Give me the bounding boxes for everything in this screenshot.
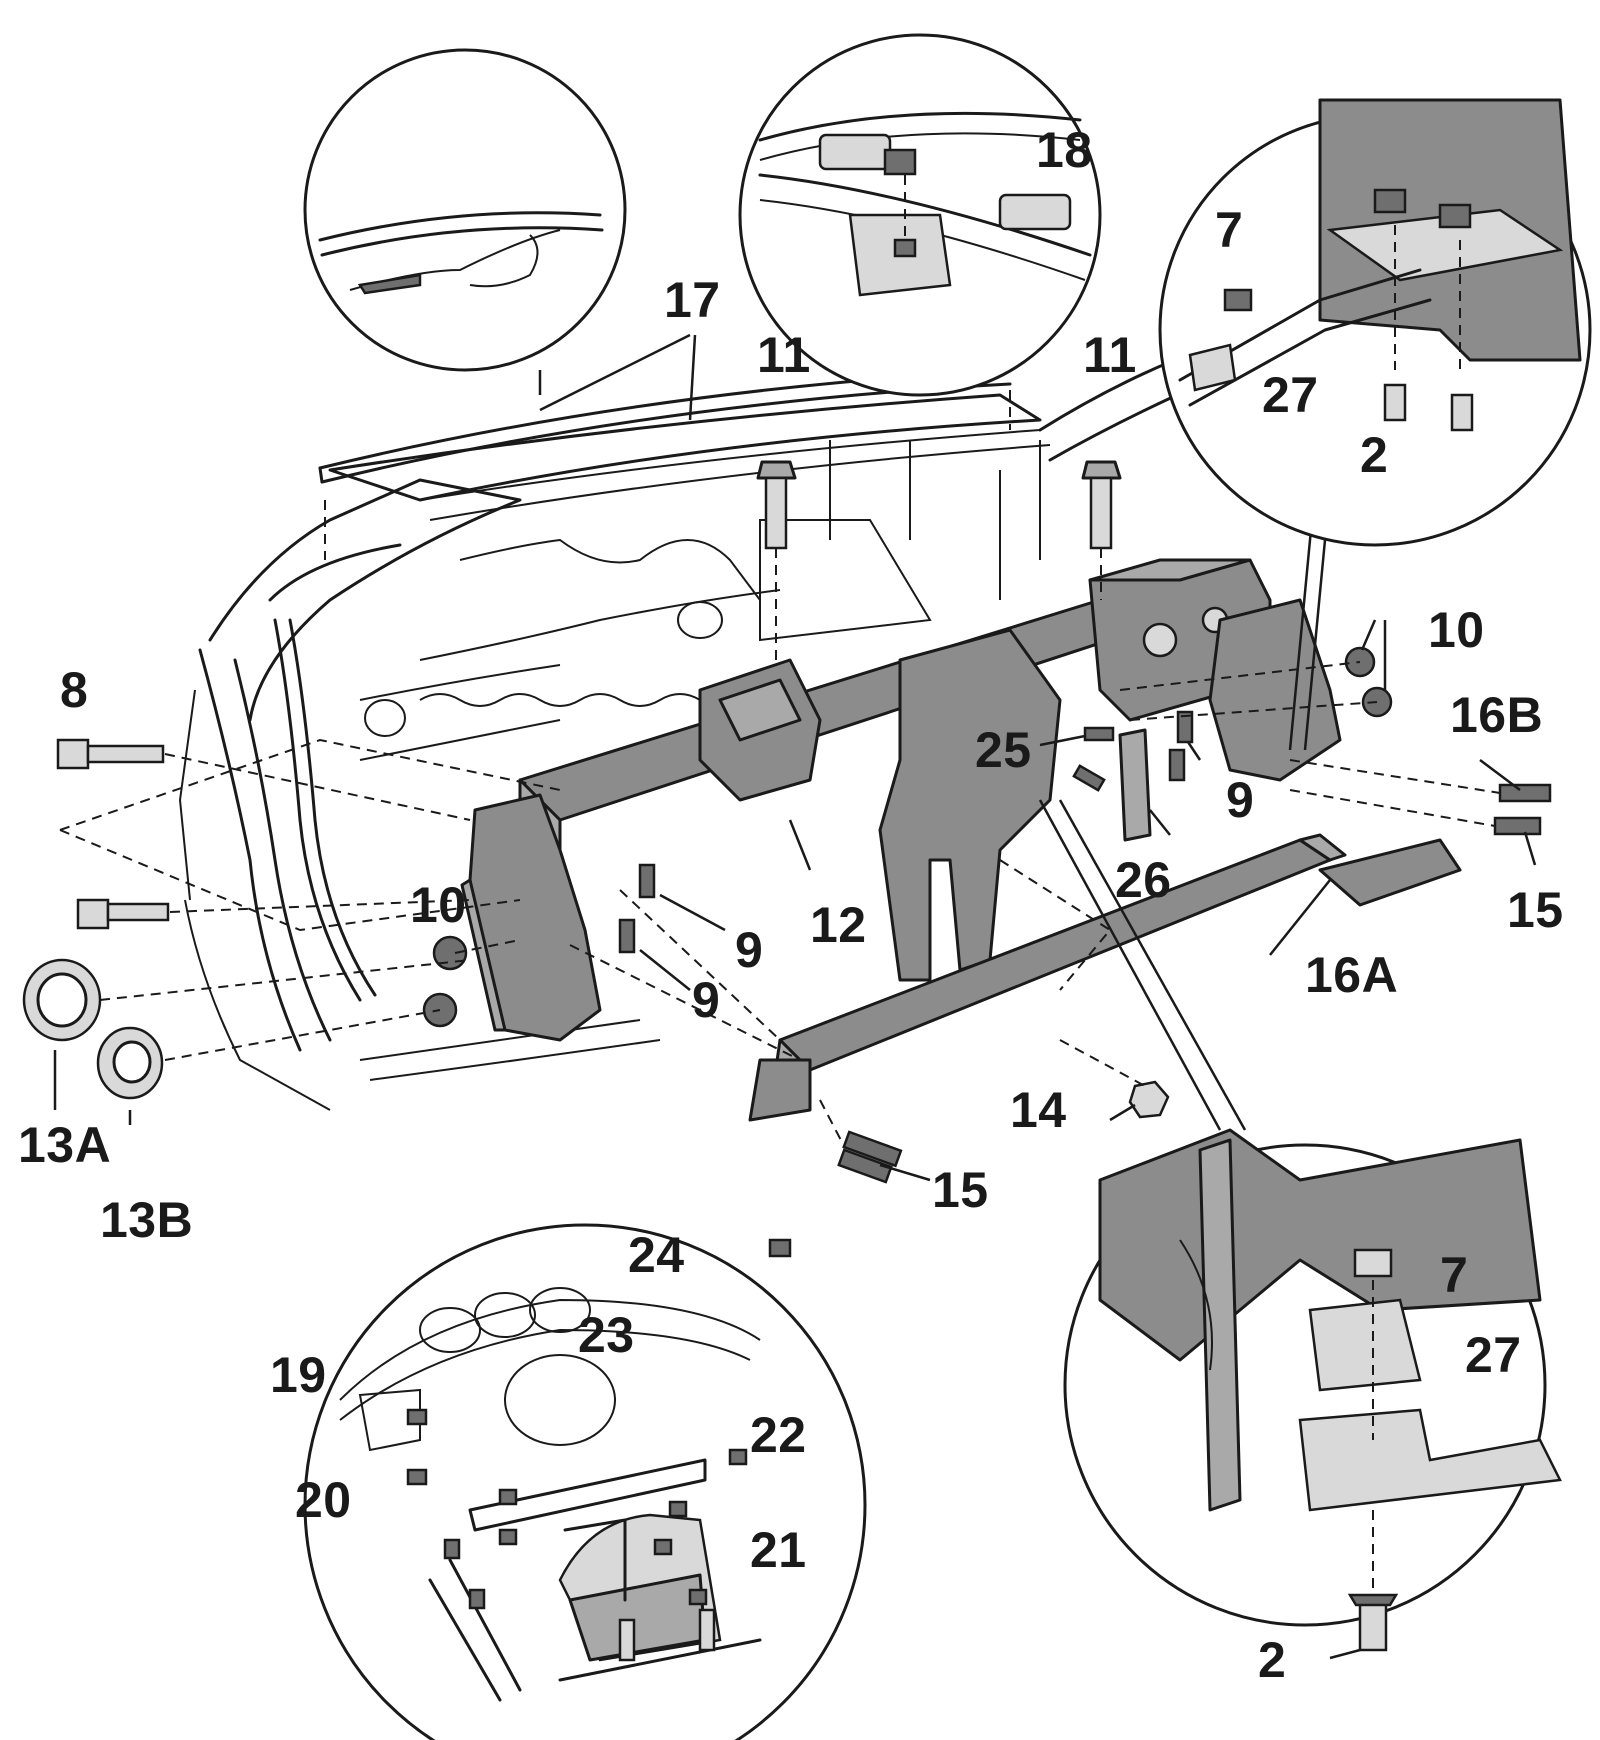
cross-member [460, 558, 1342, 1042]
callout-7-upper: 7 [1215, 202, 1244, 258]
callout-13a: 13A [18, 1117, 112, 1173]
detail-circle-bracket [1158, 98, 1592, 547]
fasteners [22, 460, 1552, 1184]
callout-11-left: 11 [757, 327, 811, 383]
callout-15-bottom: 15 [932, 1162, 989, 1218]
callout-7-lower: 7 [1440, 1247, 1469, 1303]
callout-19: 19 [270, 1347, 327, 1403]
callout-18: 18 [1036, 122, 1093, 178]
callout-23: 23 [578, 1307, 635, 1363]
callout-16b: 16B [1450, 687, 1544, 743]
callout-22: 22 [750, 1407, 807, 1463]
callout-21: 21 [750, 1522, 807, 1578]
callout-2-upper: 2 [1360, 427, 1389, 483]
callout-10-left: 10 [410, 877, 467, 933]
callout-9-right: 9 [1226, 772, 1255, 828]
callout-17: 17 [664, 272, 721, 328]
callout-10-right: 10 [1428, 602, 1485, 658]
callout-27-upper: 27 [1262, 367, 1319, 423]
callout-13b: 13B [100, 1192, 194, 1248]
callout-9-center: 9 [735, 922, 764, 978]
body-shell [178, 298, 1332, 1111]
lower-beam [748, 833, 1462, 1122]
callout-8: 8 [60, 662, 89, 718]
callout-11-right: 11 [1083, 327, 1137, 383]
detail-circle-windshield-seal [303, 48, 627, 395]
callout-9-lower: 9 [692, 972, 721, 1028]
callout-2-lower: 2 [1258, 1632, 1287, 1688]
callout-26: 26 [1115, 852, 1172, 908]
callout-14: 14 [1010, 1082, 1067, 1138]
assembly-lines [59, 390, 1501, 1149]
callout-24: 24 [628, 1227, 685, 1283]
detail-circle-lower-bracket [1063, 1128, 1562, 1652]
callout-15-right: 15 [1507, 882, 1564, 938]
detail-circle-clip [738, 33, 1102, 397]
detail-circle-knee-bracket [303, 1223, 867, 1740]
callout-16a: 16A [1305, 947, 1399, 1003]
callout-27-lower: 27 [1465, 1327, 1522, 1383]
callout-12: 12 [810, 897, 867, 953]
callout-20: 20 [295, 1472, 352, 1528]
callout-25: 25 [975, 722, 1032, 778]
